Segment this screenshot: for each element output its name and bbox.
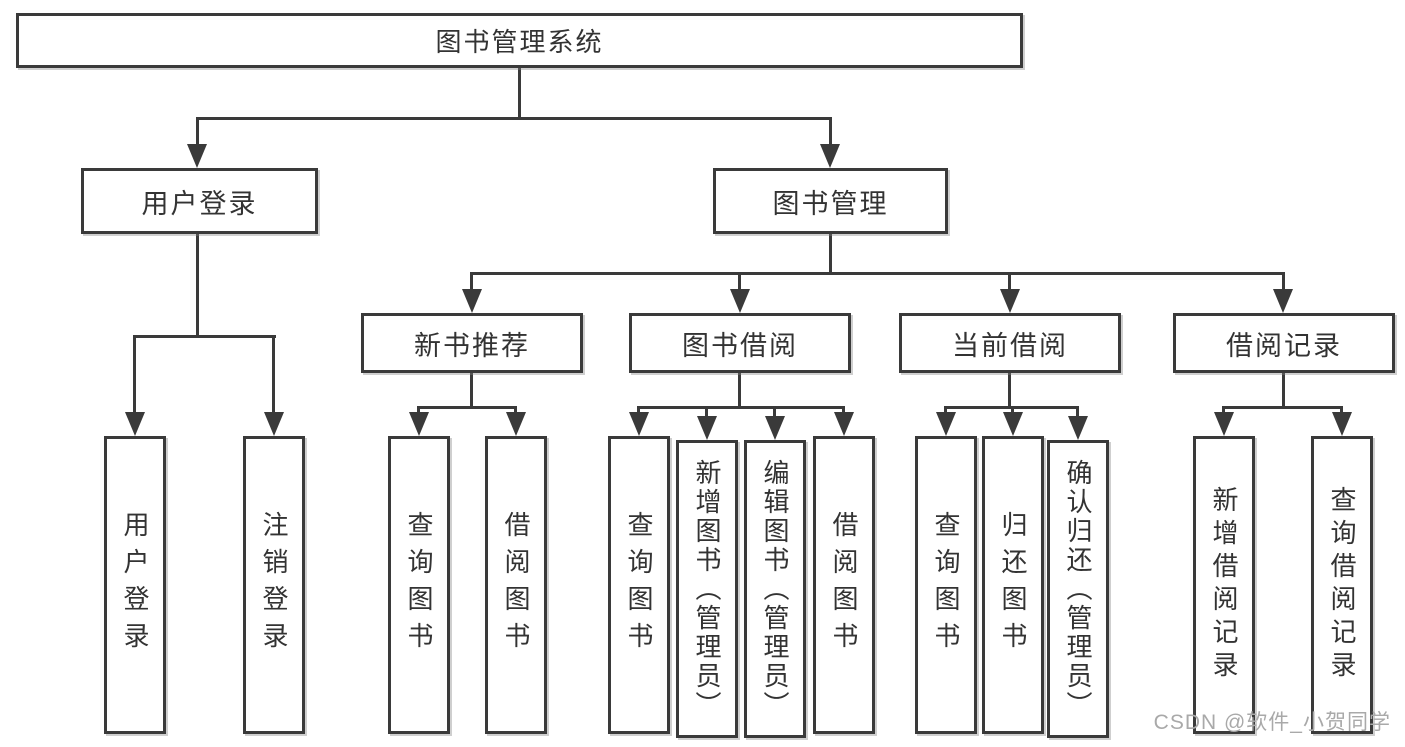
node-user-login: 用户登录 <box>81 168 318 234</box>
node-label: 查询图书 <box>404 511 434 659</box>
arrowhead-down-icon <box>765 416 785 440</box>
leaf-edit-books-admin: 编辑图书（管理员） <box>744 440 806 738</box>
connector-drop-leaf <box>705 406 708 418</box>
leaf-query-books-borrow: 查询图书 <box>608 436 670 734</box>
node-label: 当前借阅 <box>952 330 1068 361</box>
arrowhead-down-icon <box>1003 412 1023 436</box>
connector-new-book-rail <box>419 406 517 409</box>
arrowhead-down-icon <box>834 412 854 436</box>
leaf-user-login: 用户登录 <box>104 436 166 734</box>
connector-drop-leaf <box>1340 406 1343 416</box>
node-current-borrow: 当前借阅 <box>899 313 1121 373</box>
node-label: 借阅记录 <box>1226 330 1342 361</box>
node-label: 归还图书 <box>998 511 1028 659</box>
node-label: 图书管理 <box>772 188 889 219</box>
leaf-query-books-recommend: 查询图书 <box>388 436 450 734</box>
connector-user-login-stem <box>196 234 199 337</box>
connector-drop-user-login <box>196 117 199 148</box>
connector-drop-leaf <box>1076 406 1079 418</box>
arrowhead-down-icon <box>1332 412 1352 436</box>
node-label: 新增图书（管理员） <box>692 458 722 720</box>
node-label: 查询图书 <box>931 511 961 659</box>
node-label: 新增借阅记录 <box>1209 486 1239 684</box>
arrowhead-down-icon <box>462 289 482 313</box>
node-book-management: 图书管理 <box>713 168 948 234</box>
arrowhead-down-icon <box>697 416 717 440</box>
leaf-add-books-admin: 新增图书（管理员） <box>676 440 738 738</box>
connector-drop-leaf <box>514 406 517 416</box>
csdn-watermark: CSDN @软件_小贺同学 <box>1153 711 1391 734</box>
connector-drop-leaf <box>1011 406 1014 416</box>
connector-drop-current-borrow <box>1008 272 1011 291</box>
leaf-query-borrow-record: 查询借阅记录 <box>1311 436 1373 734</box>
arrowhead-down-icon <box>125 412 145 436</box>
node-label: 确认归还（管理员） <box>1063 458 1093 720</box>
connector-drop-leaf <box>773 406 776 418</box>
arrowhead-down-icon <box>409 412 429 436</box>
connector-drop-leaf <box>1222 406 1225 416</box>
connector-drop-leaf <box>944 406 947 416</box>
connector-level3-rail <box>472 272 1284 275</box>
connector-user-login-rail <box>133 335 276 338</box>
node-label: 借阅图书 <box>501 511 531 659</box>
node-label: 新书推荐 <box>414 330 530 361</box>
arrowhead-down-icon <box>1273 289 1293 313</box>
node-label: 编辑图书（管理员） <box>760 458 790 720</box>
arrowhead-down-icon <box>506 412 526 436</box>
arrowhead-down-icon <box>1068 416 1088 440</box>
connector-borrow-records-stem <box>1282 373 1285 409</box>
connector-drop-leaf <box>272 335 275 414</box>
leaf-logout: 注销登录 <box>243 436 305 734</box>
connector-new-book-stem <box>470 373 473 409</box>
connector-book-borrow-stem <box>738 373 741 409</box>
leaf-return-books: 归还图书 <box>982 436 1044 734</box>
arrowhead-down-icon <box>187 144 207 168</box>
node-label: 用户登录 <box>120 511 150 659</box>
connector-current-borrow-stem <box>1008 373 1011 409</box>
connector-drop-leaf <box>637 406 640 416</box>
connector-book-management-stem <box>829 234 832 274</box>
connector-borrow-records-rail <box>1224 406 1343 409</box>
leaf-add-borrow-record: 新增借阅记录 <box>1193 436 1255 734</box>
arrowhead-down-icon <box>264 412 284 436</box>
node-label: 注销登录 <box>259 511 289 659</box>
arrowhead-down-icon <box>1000 289 1020 313</box>
arrowhead-down-icon <box>1214 412 1234 436</box>
arrowhead-down-icon <box>629 412 649 436</box>
connector-drop-borrow-records <box>1282 272 1285 291</box>
node-new-book-recommend: 新书推荐 <box>361 313 583 373</box>
node-label: 用户登录 <box>141 188 258 219</box>
node-book-borrow: 图书借阅 <box>629 313 851 373</box>
node-label: 图书管理系统 <box>435 27 604 57</box>
connector-root-stem <box>518 65 521 119</box>
connector-level2-rail <box>197 117 832 120</box>
arrowhead-down-icon <box>820 144 840 168</box>
connector-book-borrow-rail <box>639 406 845 409</box>
node-label: 借阅图书 <box>829 511 859 659</box>
arrowhead-down-icon <box>730 289 750 313</box>
arrowhead-down-icon <box>936 412 956 436</box>
node-label: 图书借阅 <box>682 330 798 361</box>
connector-drop-book-borrow <box>738 272 741 291</box>
leaf-query-books-current: 查询图书 <box>915 436 977 734</box>
connector-drop-new-book <box>470 272 473 291</box>
connector-drop-leaf <box>842 406 845 416</box>
node-label: 查询借阅记录 <box>1327 486 1357 684</box>
connector-drop-leaf <box>133 335 136 414</box>
node-label: 查询图书 <box>624 511 654 659</box>
node-library-management-system: 图书管理系统 <box>16 13 1023 68</box>
leaf-borrow-books-recommend: 借阅图书 <box>485 436 547 734</box>
connector-drop-book-management <box>829 117 832 148</box>
node-borrow-records: 借阅记录 <box>1173 313 1395 373</box>
leaf-borrow-books: 借阅图书 <box>813 436 875 734</box>
leaf-confirm-return-admin: 确认归还（管理员） <box>1047 440 1109 738</box>
connector-drop-leaf <box>417 406 420 416</box>
